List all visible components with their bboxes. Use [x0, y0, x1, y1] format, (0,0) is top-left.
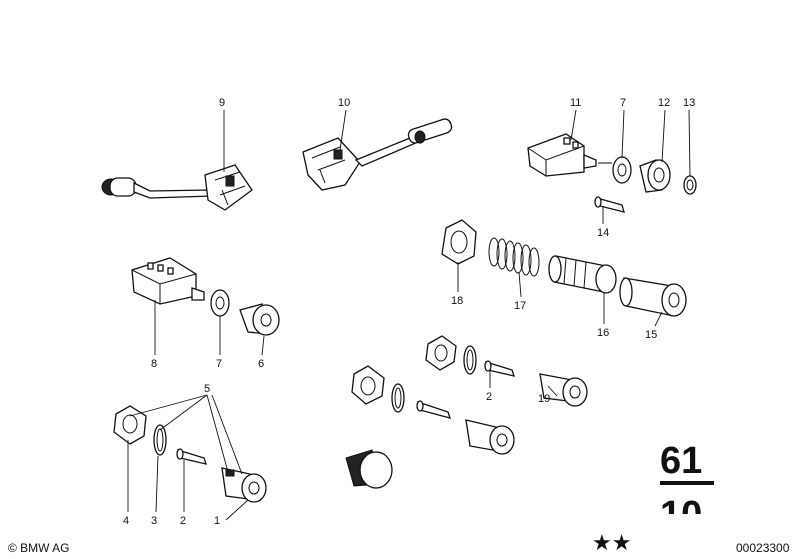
loose-cap[interactable] — [345, 449, 393, 489]
part-17-spring[interactable] — [488, 237, 540, 277]
part-18-nut[interactable] — [441, 219, 477, 265]
part-11-ignition-switch[interactable] — [527, 133, 612, 177]
callout-7-mid[interactable]: 7 — [216, 358, 222, 370]
callout-1[interactable]: 1 — [214, 515, 220, 527]
part-7-washer-mid[interactable] — [210, 289, 230, 317]
group-number-top: 61 — [660, 440, 702, 482]
part-15-lock-housing[interactable] — [619, 277, 687, 317]
callout-19[interactable]: 19 — [538, 393, 550, 405]
callout-13[interactable]: 13 — [683, 97, 695, 109]
group-number-divider — [660, 481, 714, 485]
callout-11[interactable]: 11 — [570, 97, 581, 109]
rating-stars: ★★ — [592, 531, 631, 556]
part-13-ring[interactable] — [683, 175, 697, 195]
image-number: 00023300 — [736, 541, 790, 555]
part-7-washer-top[interactable] — [612, 156, 632, 184]
callout-4[interactable]: 4 — [123, 515, 129, 527]
callout-2-upper[interactable]: 2 — [486, 391, 492, 403]
part-14-pin[interactable] — [594, 196, 625, 213]
part-3-ring[interactable] — [153, 424, 167, 456]
lock-set-lower[interactable] — [351, 365, 515, 455]
callout-9[interactable]: 9 — [219, 97, 225, 109]
callout-8[interactable]: 8 — [151, 358, 157, 370]
lock-set-upper[interactable] — [425, 335, 588, 407]
part-4-nut[interactable] — [113, 405, 147, 445]
callouts: 9 10 11 7 12 13 14 18 17 16 15 8 7 6 5 2… — [123, 97, 695, 527]
part-2-pin-lower[interactable] — [176, 448, 207, 465]
callout-10[interactable]: 10 — [338, 97, 350, 109]
part-16-lock-cylinder[interactable] — [548, 255, 617, 294]
callout-3[interactable]: 3 — [151, 515, 157, 527]
group-number-block: 61 10 — [650, 440, 730, 536]
part-6-cap[interactable] — [239, 303, 280, 336]
leader-lines — [127, 109, 691, 521]
part-10-wiper-switch[interactable] — [302, 118, 453, 191]
copyright-text: © BMW AG — [8, 541, 70, 555]
callout-12[interactable]: 12 — [658, 97, 670, 109]
callout-2-lower[interactable]: 2 — [180, 515, 186, 527]
callout-6[interactable]: 6 — [258, 358, 264, 370]
callout-16[interactable]: 16 — [597, 327, 609, 339]
part-12-bezel[interactable] — [639, 159, 671, 193]
callout-7-top[interactable]: 7 — [620, 97, 626, 109]
callout-14[interactable]: 14 — [597, 227, 609, 239]
part-1-lock[interactable] — [221, 467, 267, 503]
callout-18[interactable]: 18 — [451, 295, 463, 307]
part-9-turn-signal-switch[interactable] — [101, 164, 253, 211]
callout-17[interactable]: 17 — [514, 300, 526, 312]
callout-5[interactable]: 5 — [204, 383, 210, 395]
part-8-switch-block[interactable] — [131, 257, 205, 305]
callout-15[interactable]: 15 — [645, 329, 657, 341]
